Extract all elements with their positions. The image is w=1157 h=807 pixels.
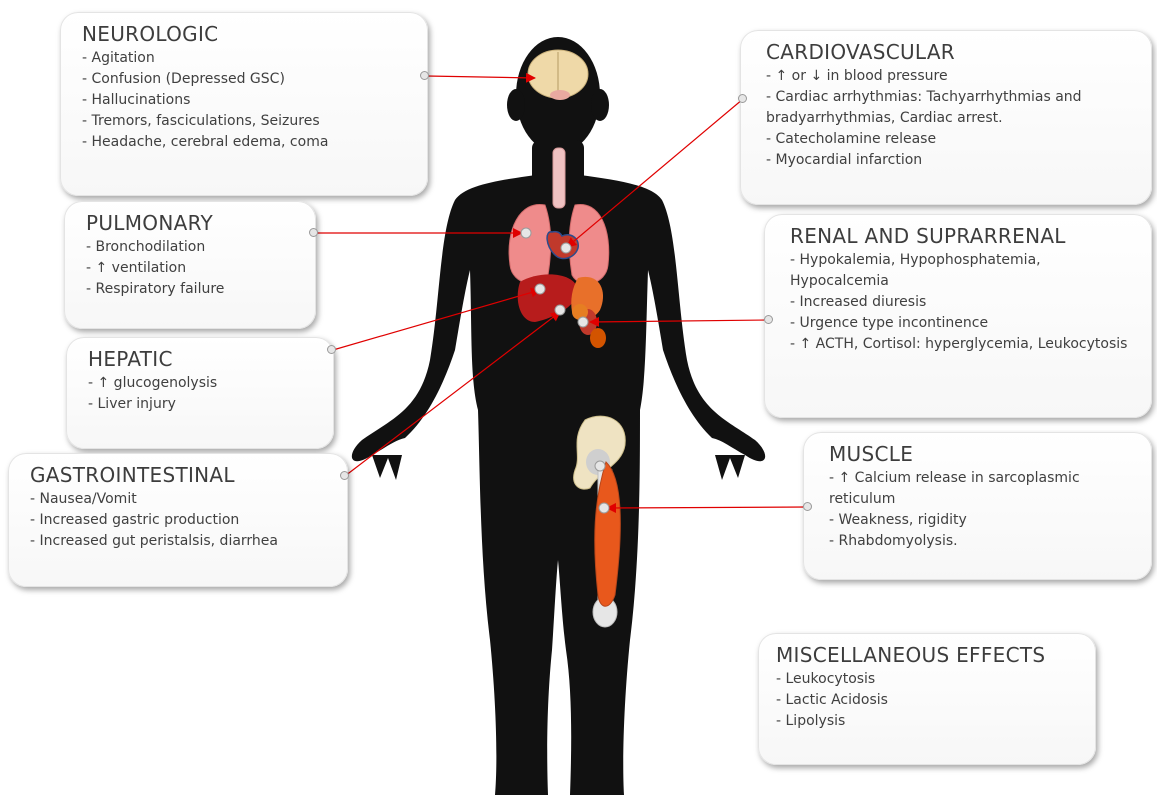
list-item: - Agitation xyxy=(82,48,416,69)
muscle-title: MUSCLE xyxy=(829,442,1140,466)
list-item: - Urgence type incontinence xyxy=(790,313,1140,334)
renal-title: RENAL AND SUPRARRENAL xyxy=(790,224,1140,248)
hepatic-list: - ↑ glucogenolysis - Liver injury xyxy=(88,373,322,415)
neurologic-title: NEUROLOGIC xyxy=(82,22,416,46)
list-item: - Increased diuresis xyxy=(790,292,1140,313)
list-item: - ↑ ACTH, Cortisol: hyperglycemia, Leuko… xyxy=(790,334,1140,355)
list-item: - ↑ ventilation xyxy=(86,258,304,279)
list-item: - Nausea/Vomit xyxy=(30,489,336,510)
list-item: - Leukocytosis xyxy=(776,669,1084,690)
trachea-organ xyxy=(553,148,565,208)
renal-list: - Hypokalemia, Hypophosphatemia, Hypocal… xyxy=(790,250,1140,355)
cardiovascular-title: CARDIOVASCULAR xyxy=(766,40,1140,64)
connector-dot xyxy=(738,94,747,103)
list-item: - Hypokalemia, Hypophosphatemia, Hypocal… xyxy=(790,250,1140,292)
connector-dot xyxy=(327,345,336,354)
gastrointestinal-list: - Nausea/Vomit - Increased gastric produ… xyxy=(30,489,336,552)
list-item: - Rhabdomyolysis. xyxy=(829,531,1140,552)
list-item: - Myocardial infarction xyxy=(766,150,1140,171)
list-item: - Headache, cerebral edema, coma xyxy=(82,132,416,153)
connector-dot xyxy=(803,502,812,511)
list-item: - Catecholamine release xyxy=(766,129,1140,150)
hepatic-title: HEPATIC xyxy=(88,347,322,371)
misc-title: MISCELLANEOUS EFFECTS xyxy=(776,643,1084,667)
list-item: - Lipolysis xyxy=(776,711,1084,732)
connector-dot xyxy=(420,71,429,80)
neurologic-box: NEUROLOGIC - Agitation - Confusion (Depr… xyxy=(60,12,428,196)
gastrointestinal-title: GASTROINTESTINAL xyxy=(30,463,336,487)
gastrointestinal-box: GASTROINTESTINAL - Nausea/Vomit - Increa… xyxy=(8,453,348,587)
list-item: - Tremors, fasciculations, Seizures xyxy=(82,111,416,132)
list-item: - Bronchodilation xyxy=(86,237,304,258)
connector-dot xyxy=(309,228,318,237)
hepatic-box: HEPATIC - ↑ glucogenolysis - Liver injur… xyxy=(66,337,334,449)
connector-dot xyxy=(764,315,773,324)
list-item: - Cardiac arrhythmias: Tachyarrhythmias … xyxy=(766,87,1140,129)
list-item: - Confusion (Depressed GSC) xyxy=(82,69,416,90)
pulmonary-title: PULMONARY xyxy=(86,211,304,235)
pulmonary-box: PULMONARY - Bronchodilation - ↑ ventilat… xyxy=(64,201,316,329)
connector-dot xyxy=(340,471,349,480)
neurologic-list: - Agitation - Confusion (Depressed GSC) … xyxy=(82,48,416,153)
misc-box: MISCELLANEOUS EFFECTS - Leukocytosis - L… xyxy=(758,633,1096,765)
list-item: - ↑ glucogenolysis xyxy=(88,373,322,394)
list-item: - Respiratory failure xyxy=(86,279,304,300)
cardiovascular-box: CARDIOVASCULAR - ↑ or ↓ in blood pressur… xyxy=(740,30,1152,205)
muscle-box: MUSCLE - ↑ Calcium release in sarcoplasm… xyxy=(803,432,1152,580)
list-item: - Increased gastric production xyxy=(30,510,336,531)
pulmonary-list: - Bronchodilation - ↑ ventilation - Resp… xyxy=(86,237,304,300)
renal-box: RENAL AND SUPRARRENAL - Hypokalemia, Hyp… xyxy=(764,214,1152,418)
list-item: - Increased gut peristalsis, diarrhea xyxy=(30,531,336,552)
list-item: - Hallucinations xyxy=(82,90,416,111)
list-item: - Weakness, rigidity xyxy=(829,510,1140,531)
list-item: - Lactic Acidosis xyxy=(776,690,1084,711)
list-item: - Liver injury xyxy=(88,394,322,415)
muscle-list: - ↑ Calcium release in sarcoplasmic reti… xyxy=(829,468,1140,552)
misc-list: - Leukocytosis - Lactic Acidosis - Lipol… xyxy=(776,669,1084,732)
list-item: - ↑ Calcium release in sarcoplasmic reti… xyxy=(829,468,1140,510)
list-item: - ↑ or ↓ in blood pressure xyxy=(766,66,1140,87)
cardiovascular-list: - ↑ or ↓ in blood pressure - Cardiac arr… xyxy=(766,66,1140,171)
